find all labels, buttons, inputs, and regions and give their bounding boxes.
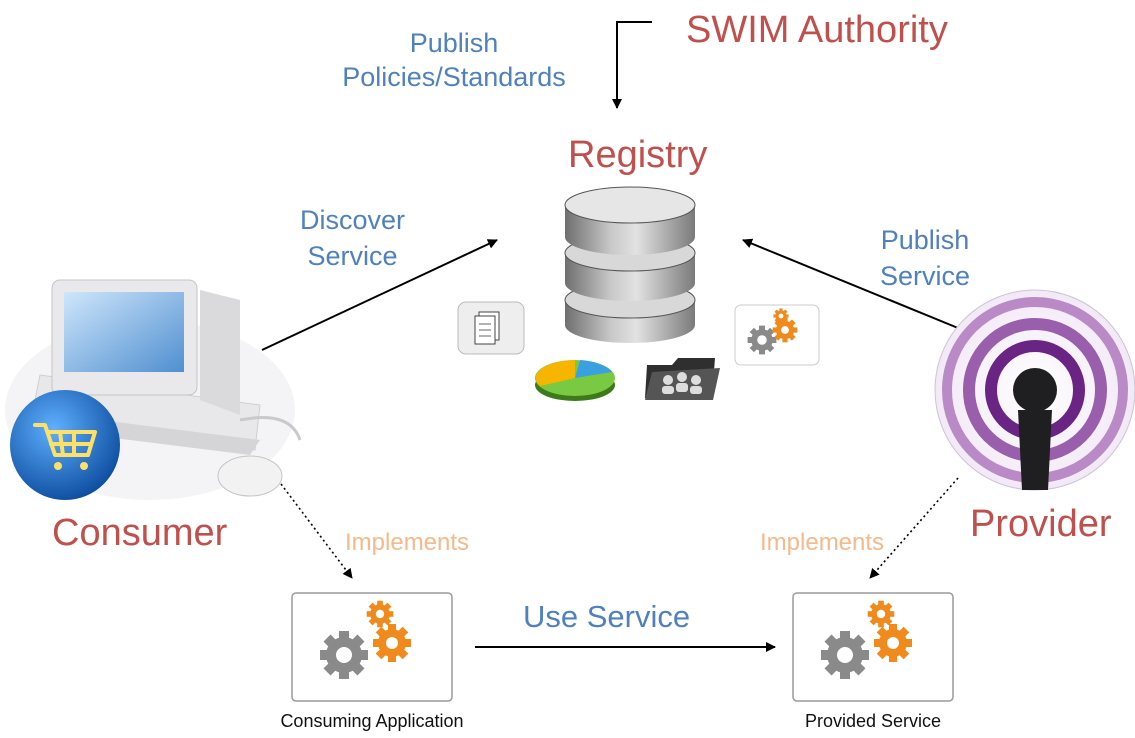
arrow-implements-right	[869, 477, 959, 579]
podcast-broadcast-icon	[934, 289, 1135, 491]
publish-policies-label: Publish Policies/Standards	[330, 26, 578, 94]
consuming-application-box	[291, 592, 453, 702]
registry-label: Registry	[568, 134, 708, 176]
users-folder-icon	[645, 358, 720, 400]
publish-service-label: Publish Service	[865, 222, 985, 294]
arrow-publish-service	[742, 238, 959, 329]
database-icon	[564, 186, 696, 343]
consuming-application-label: Consuming Application	[280, 711, 464, 731]
implements-left-label: Implements	[345, 529, 470, 556]
discover-service-line-1: Discover	[299, 205, 406, 235]
arrow-discover-service	[261, 239, 498, 351]
arrow-implements-left	[277, 479, 353, 579]
implements-right-label: Implements	[760, 529, 885, 556]
provided-service-label: Provided Service	[804, 711, 942, 731]
discover-service-line-2: Service	[307, 241, 398, 271]
gears-icon	[734, 304, 820, 366]
swim-authority-label: SWIM Authority	[686, 9, 948, 51]
provided-service-box	[792, 592, 954, 702]
pie-chart-icon	[535, 360, 615, 401]
publish-policies-line-2: Policies/Standards	[342, 62, 566, 92]
publish-service-line-1: Publish	[880, 225, 970, 255]
discover-service-label: Discover Service	[285, 202, 420, 274]
arrow-authority-to-registry	[612, 21, 652, 109]
use-service-label: Use Service	[523, 599, 691, 634]
computer-cart-icon	[5, 279, 302, 500]
provider-label: Provider	[970, 503, 1112, 545]
consumer-label: Consumer	[52, 512, 228, 554]
documents-icon	[457, 301, 525, 355]
publish-service-line-2: Service	[879, 261, 971, 291]
publish-policies-line-1: Publish	[409, 28, 499, 58]
